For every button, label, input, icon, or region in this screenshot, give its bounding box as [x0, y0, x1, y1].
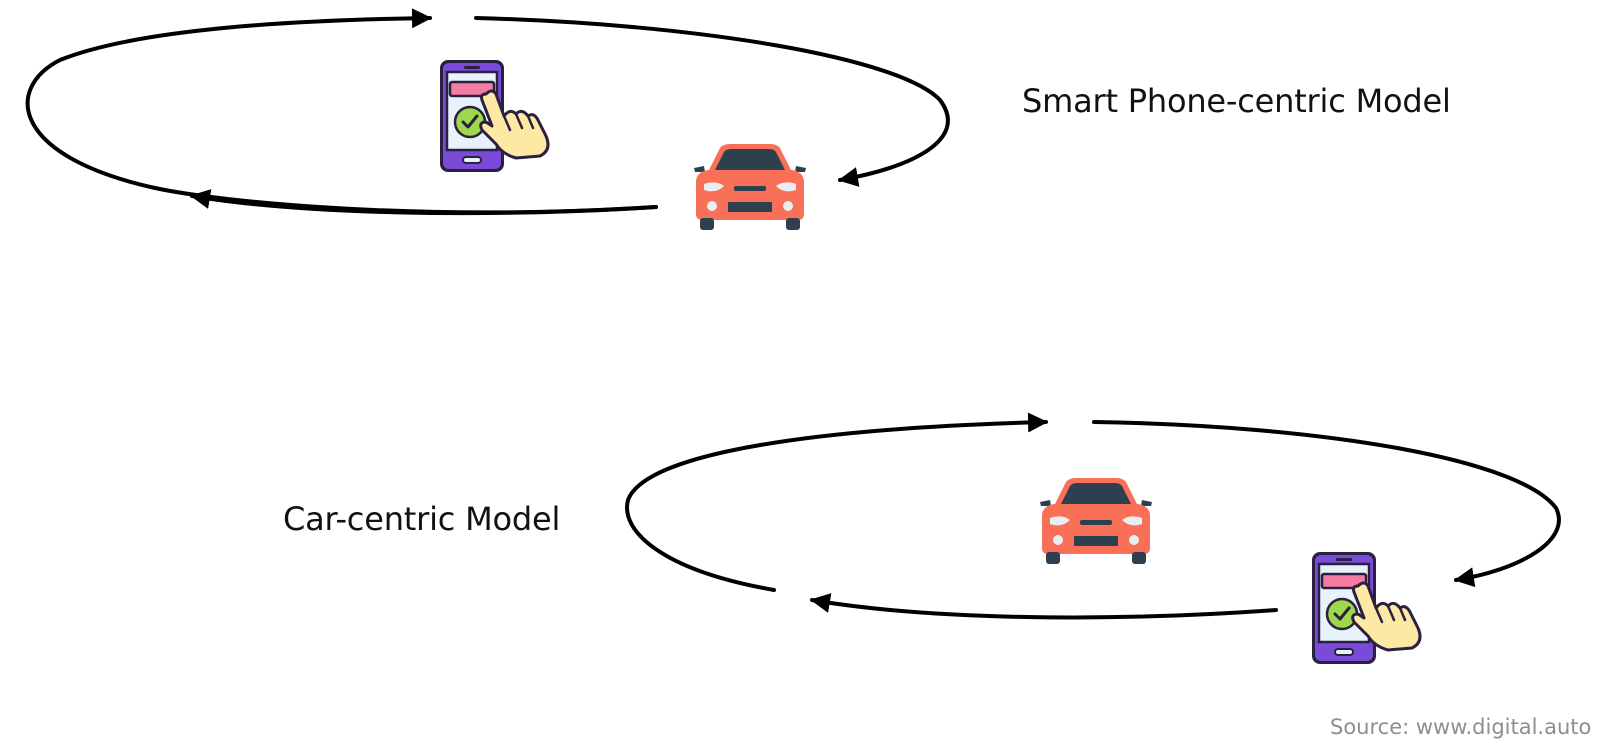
smartphone-tap-icon	[1310, 550, 1422, 666]
top-loop	[25, 8, 950, 216]
loop-arrow-icon	[25, 8, 432, 190]
source-credit: Source: www.digital.auto	[1330, 715, 1592, 739]
loop-arrow-icon	[1092, 420, 1561, 588]
car-front-icon	[1040, 478, 1152, 564]
loop-arrow-icon	[190, 189, 658, 216]
loop-arrow-icon	[810, 593, 1278, 620]
smart-phone-centric-label: Smart Phone-centric Model	[1022, 82, 1451, 120]
loop-arrow-icon	[474, 16, 950, 187]
car-front-icon	[694, 144, 806, 230]
loop-arrow-icon	[625, 412, 1048, 592]
car-centric-label: Car-centric Model	[283, 500, 561, 538]
bottom-loop	[625, 412, 1561, 620]
smartphone-tap-icon	[438, 58, 550, 174]
